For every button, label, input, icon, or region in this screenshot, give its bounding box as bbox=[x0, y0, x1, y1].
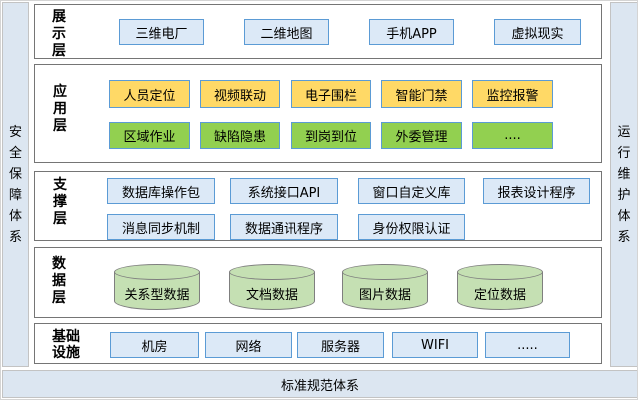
layer-data-label: 数据层 bbox=[52, 256, 66, 306]
cylinder-top bbox=[457, 264, 543, 280]
application-box-green: 区域作业 bbox=[109, 122, 190, 149]
right-system-label: 运行维护体系 bbox=[617, 124, 631, 245]
support-box: 数据通讯程序 bbox=[230, 214, 338, 240]
presentation-box: 虚拟现实 bbox=[494, 19, 581, 45]
layer-support: 支撑层 数据库操作包 系统接口API 窗口自定义库 报表设计程序 消息同步机制 … bbox=[34, 171, 602, 241]
layer-application-label: 应用层 bbox=[53, 84, 67, 134]
application-box-yellow: 智能门禁 bbox=[381, 80, 462, 108]
data-cylinder-label: 定位数据 bbox=[473, 288, 526, 303]
data-cylinder-label: 关系型数据 bbox=[124, 288, 190, 303]
bottom-system-label: 标准规范体系 bbox=[280, 378, 359, 394]
layer-data: 数据层 关系型数据 文档数据 图片数据 定位数据 bbox=[34, 247, 602, 318]
left-system-label: 安全保障体系 bbox=[8, 124, 22, 245]
cylinder-top bbox=[229, 264, 315, 280]
layer-infrastructure: 基础设施 机房 网络 服务器 WIFI ..... bbox=[34, 323, 602, 364]
data-cylinder-label: 图片数据 bbox=[358, 288, 411, 303]
infrastructure-box: 网络 bbox=[205, 332, 292, 358]
application-box-green: 到岗到位 bbox=[291, 122, 371, 149]
support-box: 身份权限认证 bbox=[358, 214, 465, 240]
data-cylinder: 文档数据 bbox=[229, 264, 315, 310]
cylinder-top bbox=[114, 264, 200, 280]
layer-application: 应用层 人员定位 视频联动 电子围栏 智能门禁 监控报警 区域作业 缺陷隐患 到… bbox=[34, 64, 602, 163]
support-box: 消息同步机制 bbox=[107, 214, 215, 240]
application-box-yellow: 电子围栏 bbox=[291, 80, 371, 108]
data-cylinder-label: 文档数据 bbox=[245, 288, 298, 303]
layer-presentation-label: 展示层 bbox=[52, 9, 66, 59]
support-box: 系统接口API bbox=[230, 178, 338, 204]
left-system-bar: 安全保障体系 bbox=[2, 2, 29, 367]
application-box-yellow: 监控报警 bbox=[472, 80, 553, 108]
support-box: 数据库操作包 bbox=[107, 178, 215, 204]
infrastructure-box: 服务器 bbox=[297, 332, 384, 358]
presentation-box: 二维地图 bbox=[244, 19, 329, 45]
support-box: 报表设计程序 bbox=[483, 178, 590, 204]
data-cylinder: 定位数据 bbox=[457, 264, 543, 310]
layer-infrastructure-label: 基础设施 bbox=[52, 329, 80, 361]
infrastructure-box: 机房 bbox=[110, 332, 199, 358]
application-box-green: 外委管理 bbox=[381, 122, 462, 149]
support-box: 窗口自定义库 bbox=[358, 178, 465, 204]
application-box-green: .... bbox=[472, 122, 553, 149]
application-box-yellow: 人员定位 bbox=[109, 80, 190, 108]
data-cylinder: 关系型数据 bbox=[114, 264, 200, 310]
application-box-yellow: 视频联动 bbox=[200, 80, 280, 108]
infrastructure-box: ..... bbox=[485, 332, 570, 358]
bottom-system-bar: 标准规范体系 bbox=[2, 370, 637, 398]
infrastructure-box: WIFI bbox=[392, 332, 478, 358]
data-cylinder: 图片数据 bbox=[342, 264, 428, 310]
right-system-bar: 运行维护体系 bbox=[610, 2, 637, 367]
layer-support-label: 支撑层 bbox=[53, 177, 67, 227]
presentation-box: 手机APP bbox=[369, 19, 454, 45]
layer-presentation: 展示层 三维电厂 二维地图 手机APP 虚拟现实 bbox=[34, 4, 602, 59]
cylinder-top bbox=[342, 264, 428, 280]
presentation-box: 三维电厂 bbox=[119, 19, 204, 45]
application-box-green: 缺陷隐患 bbox=[200, 122, 280, 149]
